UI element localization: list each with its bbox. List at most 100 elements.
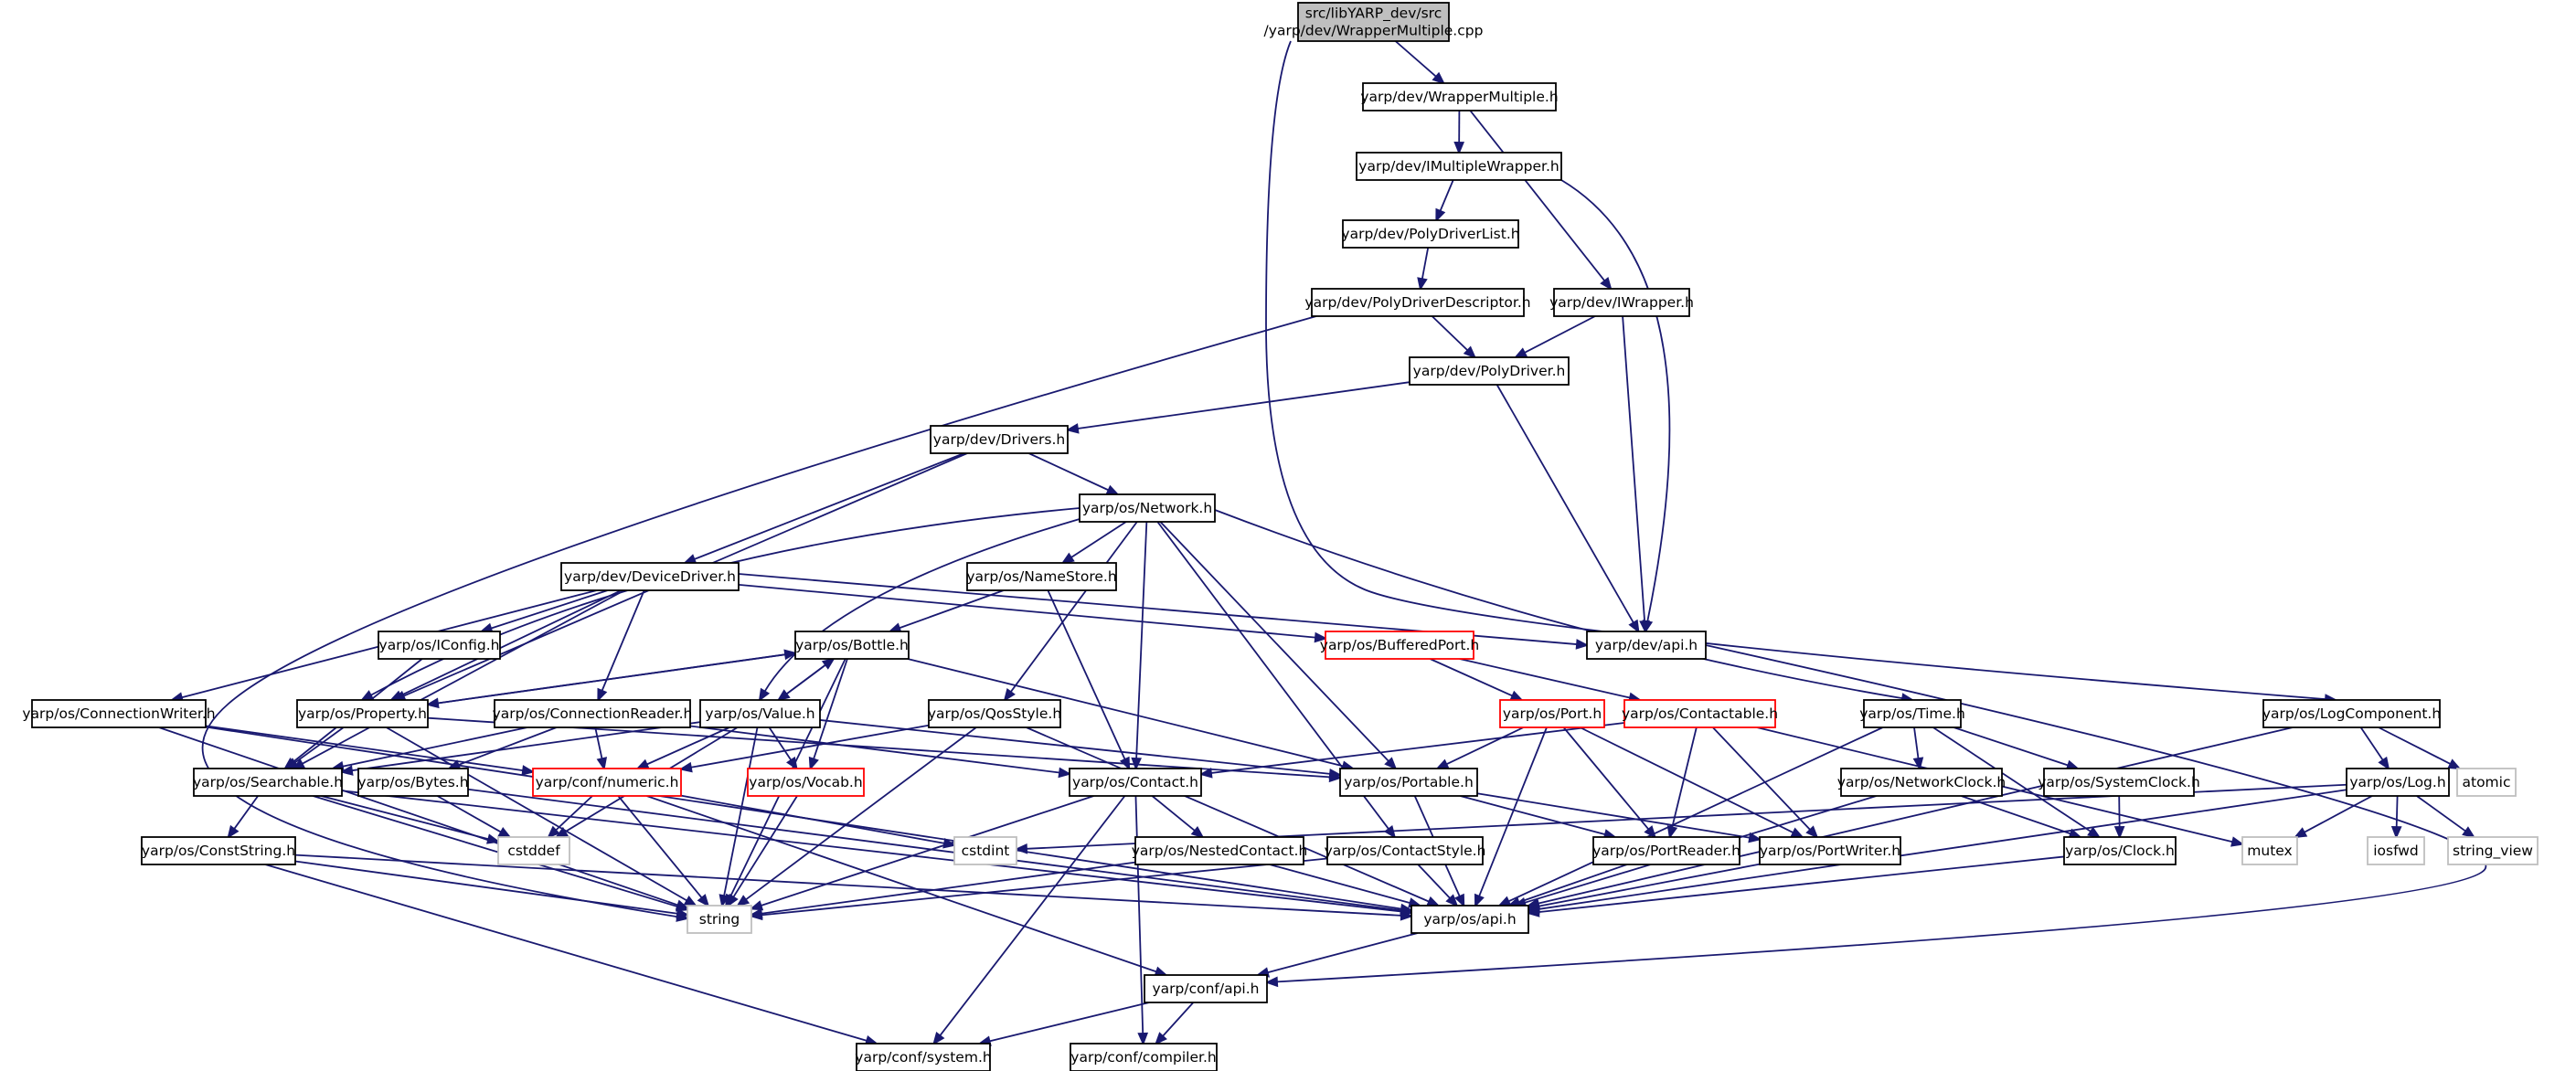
node-box	[1499, 699, 1605, 728]
arrowhead	[1155, 1032, 1167, 1045]
graph-node[interactable]: cstdint	[953, 836, 1017, 865]
graph-node[interactable]: yarp/os/Time.h	[1859, 699, 1965, 728]
node-label: yarp/os/Searchable.h	[193, 774, 343, 790]
arrowhead	[1453, 142, 1465, 155]
graph-node[interactable]: yarp/os/Bottle.h	[794, 631, 910, 660]
graph-node[interactable]: yarp/os/Bytes.h	[357, 768, 469, 797]
graph-node[interactable]: yarp/conf/system.h	[855, 1043, 992, 1071]
graph-node[interactable]: yarp/os/PortWriter.h	[1759, 836, 1901, 865]
node-box	[1759, 836, 1901, 865]
graph-node[interactable]: yarp/conf/numeric.h	[532, 768, 682, 797]
dependency-edge	[932, 795, 1126, 1045]
graph-node[interactable]: yarp/dev/DeviceDriver.h	[560, 562, 740, 591]
dependency-edge	[977, 1002, 1150, 1046]
graph-node[interactable]: yarp/dev/PolyDriverList.h	[1341, 219, 1520, 249]
dependency-edge	[1912, 726, 1924, 771]
dependency-edge	[1932, 726, 2102, 839]
arrowhead	[1400, 910, 1414, 921]
dependency-edge	[294, 854, 1414, 921]
node-box	[141, 836, 296, 865]
graph-node[interactable]: yarp/os/BufferedPort.h	[1320, 631, 1479, 660]
graph-node[interactable]: string	[687, 905, 752, 934]
dependency-edge	[1394, 40, 1446, 85]
graph-node[interactable]: yarp/os/PortReader.h	[1592, 836, 1740, 865]
graph-node[interactable]: yarp/os/Log.h	[2346, 768, 2450, 797]
arrowhead	[675, 901, 690, 912]
arrowhead	[1014, 843, 1028, 854]
graph-node[interactable]: yarp/os/Port.h	[1499, 699, 1605, 728]
graph-node[interactable]: yarp/dev/IMultipleWrapper.h	[1356, 152, 1562, 181]
node-label: yarp/dev/api.h	[1595, 637, 1698, 653]
graph-node[interactable]: yarp/os/Portable.h	[1339, 768, 1478, 797]
dependency-edge	[446, 726, 558, 770]
arrowhead	[719, 894, 730, 908]
node-box	[2063, 836, 2177, 865]
arrowhead	[1474, 893, 1485, 908]
graph-node[interactable]: yarp/dev/PolyDriver.h	[1409, 356, 1570, 386]
graph-node[interactable]: yarp/os/NetworkClock.h	[1837, 768, 2006, 797]
dependency-edge	[1622, 315, 1650, 634]
graph-node[interactable]: yarp/dev/WrapperMultiple.h	[1360, 82, 1559, 111]
node-box	[794, 631, 910, 660]
node-label: yarp/os/Contactable.h	[1622, 705, 1778, 722]
graph-node[interactable]: yarp/os/Property.h	[296, 699, 429, 728]
dependency-edge	[689, 725, 1072, 779]
graph-node[interactable]: string_view	[2447, 836, 2539, 865]
arrowhead	[786, 756, 798, 770]
graph-node[interactable]: yarp/os/ContactStyle.h	[1325, 836, 1486, 865]
node-label: yarp/os/QosStyle.h	[928, 705, 1061, 722]
graph-node[interactable]: yarp/os/Clock.h	[2063, 836, 2177, 865]
dependency-edge	[1580, 726, 1804, 839]
node-box	[1134, 836, 1304, 865]
graph-node[interactable]: yarp/os/IConfig.h	[378, 631, 501, 660]
graph-node[interactable]: yarp/os/ConnectionWriter.h	[22, 699, 216, 728]
graph-node[interactable]: atomic	[2456, 768, 2517, 797]
graph-node[interactable]: yarp/os/SystemClock.h	[2038, 768, 2200, 797]
arrowhead	[1190, 825, 1205, 839]
graph-node[interactable]: yarp/os/NestedContact.h	[1132, 836, 1308, 865]
node-box	[494, 699, 691, 728]
graph-node[interactable]: yarp/dev/IWrapper.h	[1549, 288, 1694, 317]
dependency-edge	[1712, 726, 1819, 839]
graph-node[interactable]: yarp/os/LogComponent.h	[2262, 699, 2441, 728]
graph-node[interactable]: yarp/conf/compiler.h	[1070, 1043, 1218, 1071]
node-box	[1326, 836, 1484, 865]
node-label: yarp/dev/PolyDriverDescriptor.h	[1304, 294, 1530, 311]
node-label: yarp/os/NestedContact.h	[1132, 843, 1308, 859]
node-box	[357, 768, 469, 797]
dependency-edge	[1526, 855, 2065, 917]
arrowhead	[2113, 826, 2125, 840]
graph-node[interactable]: yarp/os/Vocab.h	[747, 768, 865, 797]
node-label: yarp/os/NameStore.h	[966, 568, 1116, 585]
arrowhead	[1060, 552, 1075, 565]
dependency-edge	[768, 726, 798, 770]
graph-node[interactable]: yarp/os/NameStore.h	[966, 562, 1117, 591]
graph-node[interactable]: yarp/os/Network.h	[1079, 493, 1216, 523]
graph-node[interactable]: yarp/os/Value.h	[699, 699, 821, 728]
node-label: yarp/os/ConstString.h	[142, 843, 295, 859]
node-label: yarp/os/PortWriter.h	[1760, 843, 1900, 859]
arrowhead	[1435, 758, 1450, 770]
node-label: string	[699, 911, 740, 928]
dependency-edge	[646, 795, 1168, 977]
graph-node[interactable]: yarp/dev/api.h	[1586, 631, 1707, 660]
graph-node[interactable]: yarp/os/QosStyle.h	[928, 699, 1061, 728]
dependency-edge	[1430, 658, 1524, 701]
graph-node[interactable]: yarp/os/Contactable.h	[1622, 699, 1778, 728]
graph-node[interactable]: mutex	[2241, 836, 2298, 865]
graph-node[interactable]: yarp/os/ConstString.h	[141, 836, 296, 865]
dependency-edge	[1151, 795, 1205, 839]
node-label: yarp/dev/PolyDriverList.h	[1341, 226, 1519, 242]
arrowhead	[2087, 826, 2102, 839]
node-label: yarp/os/Clock.h	[2065, 843, 2175, 859]
graph-node[interactable]: yarp/os/api.h	[1410, 905, 1529, 934]
graph-node[interactable]: cstddef	[497, 836, 570, 865]
dependency-edge	[1065, 381, 1410, 434]
graph-node[interactable]: yarp/os/Contact.h	[1069, 768, 1202, 797]
graph-node[interactable]: iosfwd	[2367, 836, 2425, 865]
graph-node[interactable]: yarp/os/Searchable.h	[193, 768, 343, 797]
graph-node[interactable]: yarp/dev/PolyDriverDescriptor.h	[1304, 288, 1531, 317]
graph-node[interactable]: yarp/os/ConnectionReader.h	[493, 699, 693, 728]
graph-node[interactable]: yarp/conf/api.h	[1144, 974, 1268, 1003]
graph-node[interactable]: yarp/dev/Drivers.h	[930, 425, 1069, 454]
